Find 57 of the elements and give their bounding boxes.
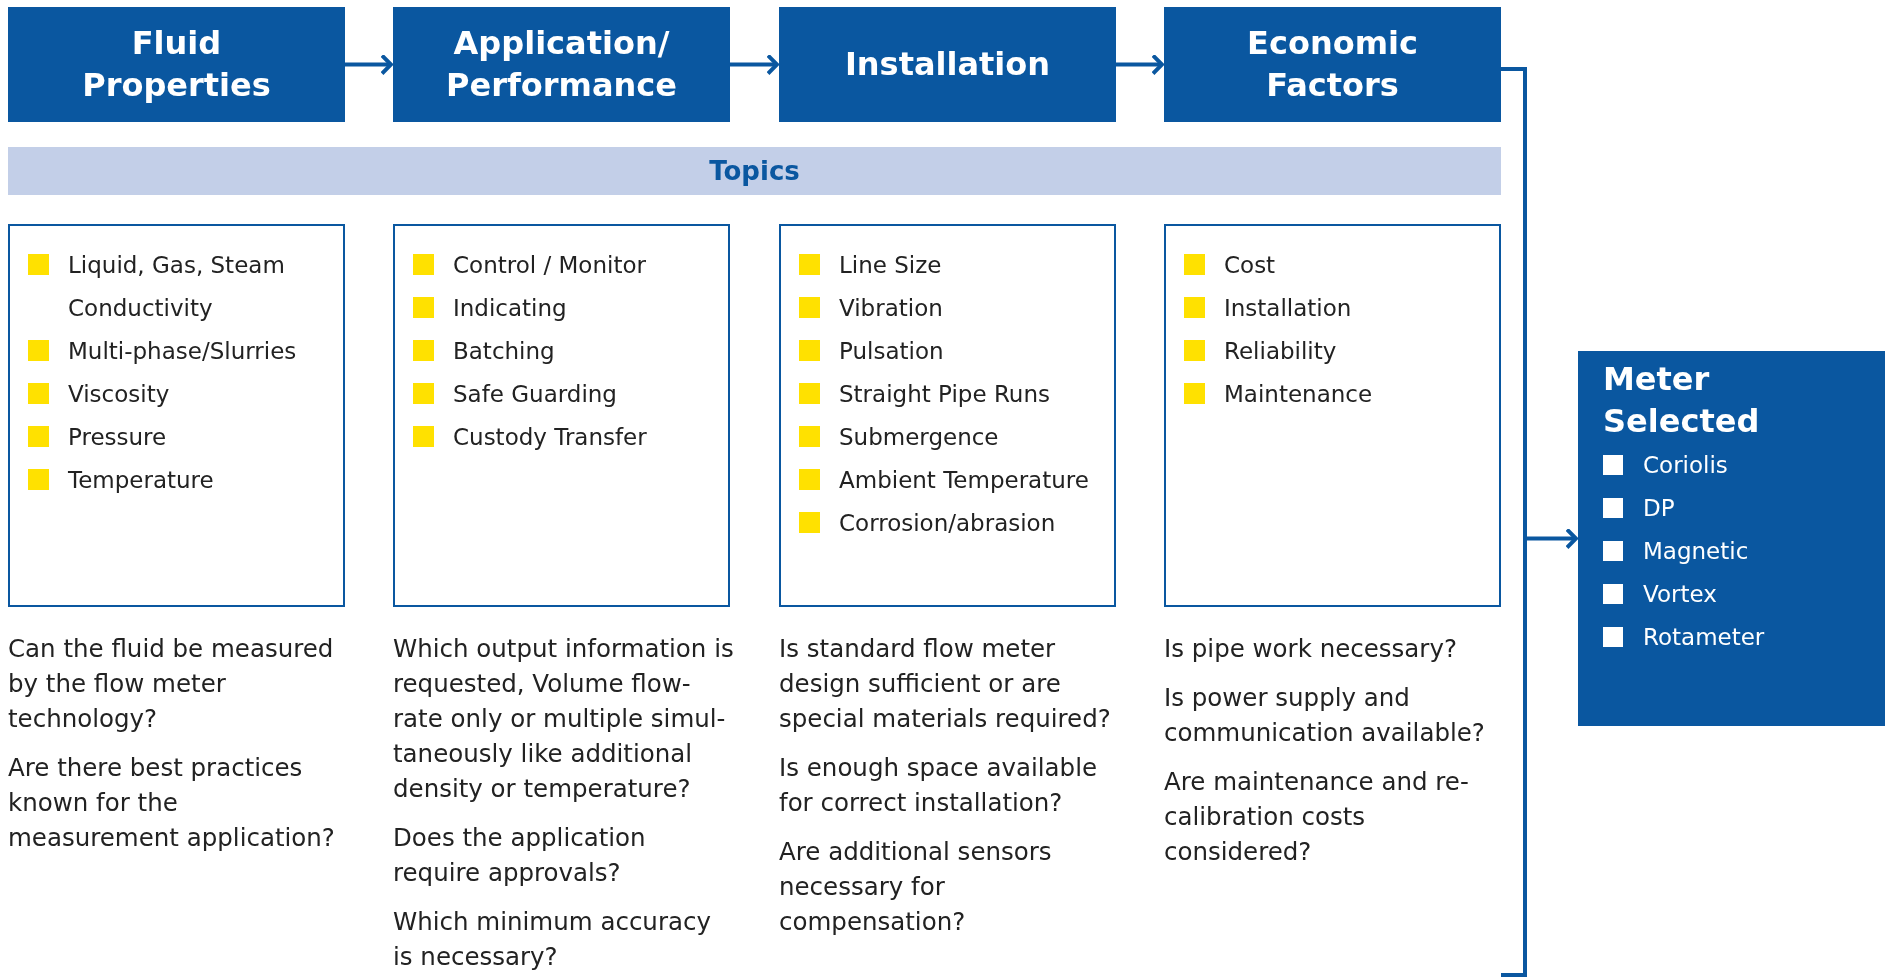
topics-band bbox=[8, 147, 1501, 195]
list-item: Pulsation bbox=[839, 337, 944, 366]
list-item: Safe Guarding bbox=[453, 380, 617, 409]
list-item: Corrosion/abrasion bbox=[839, 509, 1056, 538]
question-text: Is enough space available for correct installation? bbox=[779, 752, 1098, 819]
topic-list-box bbox=[1164, 224, 1501, 607]
box-heading: Meter Selected bbox=[1603, 359, 1761, 442]
question-text: Is power supply and communication available? bbox=[1164, 682, 1486, 749]
topic-list-box bbox=[393, 224, 730, 607]
arrow bbox=[1501, 67, 1578, 550]
list-item: Rotameter bbox=[1643, 623, 1765, 653]
list-item: Liquid, Gas, Steam Conductivity bbox=[68, 251, 286, 323]
step-title: Fluid Properties bbox=[81, 22, 272, 106]
list-item: Vibration bbox=[839, 294, 943, 323]
list-item: Custody Transfer bbox=[453, 423, 647, 452]
step-header bbox=[8, 7, 345, 122]
list-item: DP bbox=[1643, 494, 1675, 524]
list-item: Coriolis bbox=[1643, 451, 1728, 481]
list-item: Reliability bbox=[1224, 337, 1337, 366]
band-title: Topics bbox=[709, 156, 800, 186]
arrow bbox=[345, 53, 393, 76]
step-header bbox=[393, 7, 730, 122]
list-item: Pressure bbox=[68, 423, 167, 452]
topic-list-box bbox=[779, 224, 1116, 607]
step-title: Application/ Performance bbox=[445, 22, 678, 106]
list-item: Vortex bbox=[1643, 580, 1717, 610]
list-item: Control / Monitor bbox=[453, 251, 646, 280]
result-box bbox=[1578, 351, 1885, 726]
question-text: Which minimum accuracy is necessary? bbox=[393, 906, 712, 973]
arrow bbox=[730, 53, 779, 76]
list-item: Magnetic bbox=[1643, 537, 1749, 567]
question-text: Is pipe work necessary? bbox=[1164, 633, 1458, 665]
list-item: Maintenance bbox=[1224, 380, 1373, 409]
list-item: Straight Pipe Runs bbox=[839, 380, 1050, 409]
list-item: Installation bbox=[1224, 294, 1352, 323]
arrow bbox=[1116, 53, 1164, 76]
list-item: Cost bbox=[1224, 251, 1276, 280]
list-item: Temperature bbox=[68, 466, 214, 495]
question-text: Does the application require approvals? bbox=[393, 822, 647, 889]
question-text: Are additional sensors necessary for compensation? bbox=[779, 836, 1053, 938]
list-item: Indicating bbox=[453, 294, 567, 323]
question-text: Which output information is requested, Volume flow-rate only or multiple simul-taneously like additional density or temperature? bbox=[393, 633, 734, 805]
list-item: Submergence bbox=[839, 423, 999, 452]
question-text: Is standard flow meter design sufficient or are special materials required? bbox=[779, 633, 1112, 735]
question-text: Are there best practices known for the measurement application? bbox=[8, 752, 336, 854]
step-header bbox=[779, 7, 1116, 122]
question-text: Can the fluid be measured by the flow meter technology? bbox=[8, 633, 335, 735]
step-title: Economic Factors bbox=[1246, 22, 1419, 106]
list-item: Batching bbox=[453, 337, 555, 366]
list-item: Multi-phase/Slurries bbox=[68, 337, 297, 366]
list-item: Line Size bbox=[839, 251, 942, 280]
question-text: Are maintenance and re-calibration costs considered? bbox=[1164, 766, 1470, 868]
list-item: Viscosity bbox=[68, 380, 170, 409]
step-header bbox=[1164, 7, 1501, 122]
topic-list-box bbox=[8, 224, 345, 607]
step-title: Installation bbox=[844, 43, 1051, 85]
list-item: Ambient Temperature bbox=[839, 466, 1089, 495]
